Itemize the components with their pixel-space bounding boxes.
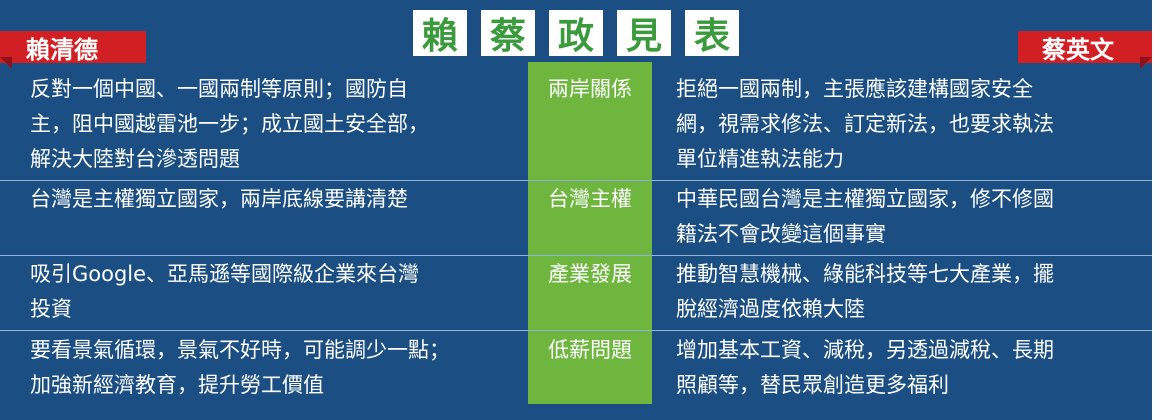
row-divider [0, 255, 1152, 256]
row-3-right-line: 脫經濟過度依賴大陸 [676, 297, 865, 321]
row-3-left: 吸引Google、亞馬遜等國際級企業來台灣 投資 [30, 257, 518, 327]
row-3-topic: 產業發展 [548, 262, 632, 286]
row-divider [0, 180, 1152, 181]
row-1-right-line: 單位精進執法能力 [676, 147, 844, 171]
left-candidate-banner: 賴清德 [0, 31, 146, 64]
row-4-left-line: 加強新經濟教育，提升勞工價值 [30, 373, 324, 397]
row-4-topic: 低薪問題 [548, 338, 632, 362]
title-char: 政 [549, 10, 603, 57]
row-4-right-line: 增加基本工資、減稅，另透過減稅、長期 [676, 338, 1054, 362]
row-4-right-line: 照顧等，替民眾創造更多福利 [676, 373, 949, 397]
row-1-left-line: 解決大陸對台滲透問題 [30, 147, 240, 171]
row-2-left-line: 台灣是主權獨立國家，兩岸底線要講清楚 [30, 187, 408, 211]
title-char: 表 [685, 10, 739, 57]
row-4-left: 要看景氣循環，景氣不好時，可能調少一點； 加強新經濟教育，提升勞工價值 [30, 333, 518, 403]
row-1-right-line: 拒絕一國兩制，主張應該建構國家安全 [676, 77, 1033, 101]
row-2-right-line: 籍法不會改變這個事實 [676, 222, 886, 246]
topic-column [528, 62, 652, 404]
row-2-topic: 台灣主權 [548, 187, 632, 211]
title-char: 賴 [413, 10, 467, 57]
title-char: 蔡 [481, 10, 535, 57]
row-1-left: 反對一個中國、一國兩制等原則；國防自 主，阻中國越雷池一步；成立國土安全部， 解… [30, 72, 518, 177]
row-2-right-line: 中華民國台灣是主權獨立國家，修不修國 [676, 187, 1054, 211]
row-3-left-line: 投資 [30, 297, 72, 321]
row-1-left-line: 主，阻中國越雷池一步；成立國土安全部， [30, 112, 429, 136]
title-char: 見 [617, 10, 671, 57]
table-title: 賴 蔡 政 見 表 [0, 10, 1152, 58]
row-2-left: 台灣是主權獨立國家，兩岸底線要講清楚 [30, 182, 518, 217]
row-4-right: 增加基本工資、減稅，另透過減稅、長期 照顧等，替民眾創造更多福利 [676, 333, 1136, 403]
row-divider [0, 330, 1152, 331]
right-candidate-banner: 蔡英文 [1018, 31, 1152, 64]
row-1-topic: 兩岸關係 [548, 77, 632, 101]
row-4-left-line: 要看景氣循環，景氣不好時，可能調少一點； [30, 338, 450, 362]
banner-fold-right [1140, 57, 1152, 69]
row-3-right-line: 推動智慧機械、綠能科技等七大產業，擺 [676, 262, 1054, 286]
row-3-left-line: 吸引Google、亞馬遜等國際級企業來台灣 [30, 262, 420, 286]
row-1-right: 拒絕一國兩制，主張應該建構國家安全 網，視需求修法、訂定新法，也要求執法 單位精… [676, 72, 1136, 177]
row-1-right-line: 網，視需求修法、訂定新法，也要求執法 [676, 112, 1054, 136]
row-1-left-line: 反對一個中國、一國兩制等原則；國防自 [30, 77, 408, 101]
banner-fold-left [0, 57, 12, 69]
row-2-right: 中華民國台灣是主權獨立國家，修不修國 籍法不會改變這個事實 [676, 182, 1136, 252]
row-3-right: 推動智慧機械、綠能科技等七大產業，擺 脫經濟過度依賴大陸 [676, 257, 1136, 327]
